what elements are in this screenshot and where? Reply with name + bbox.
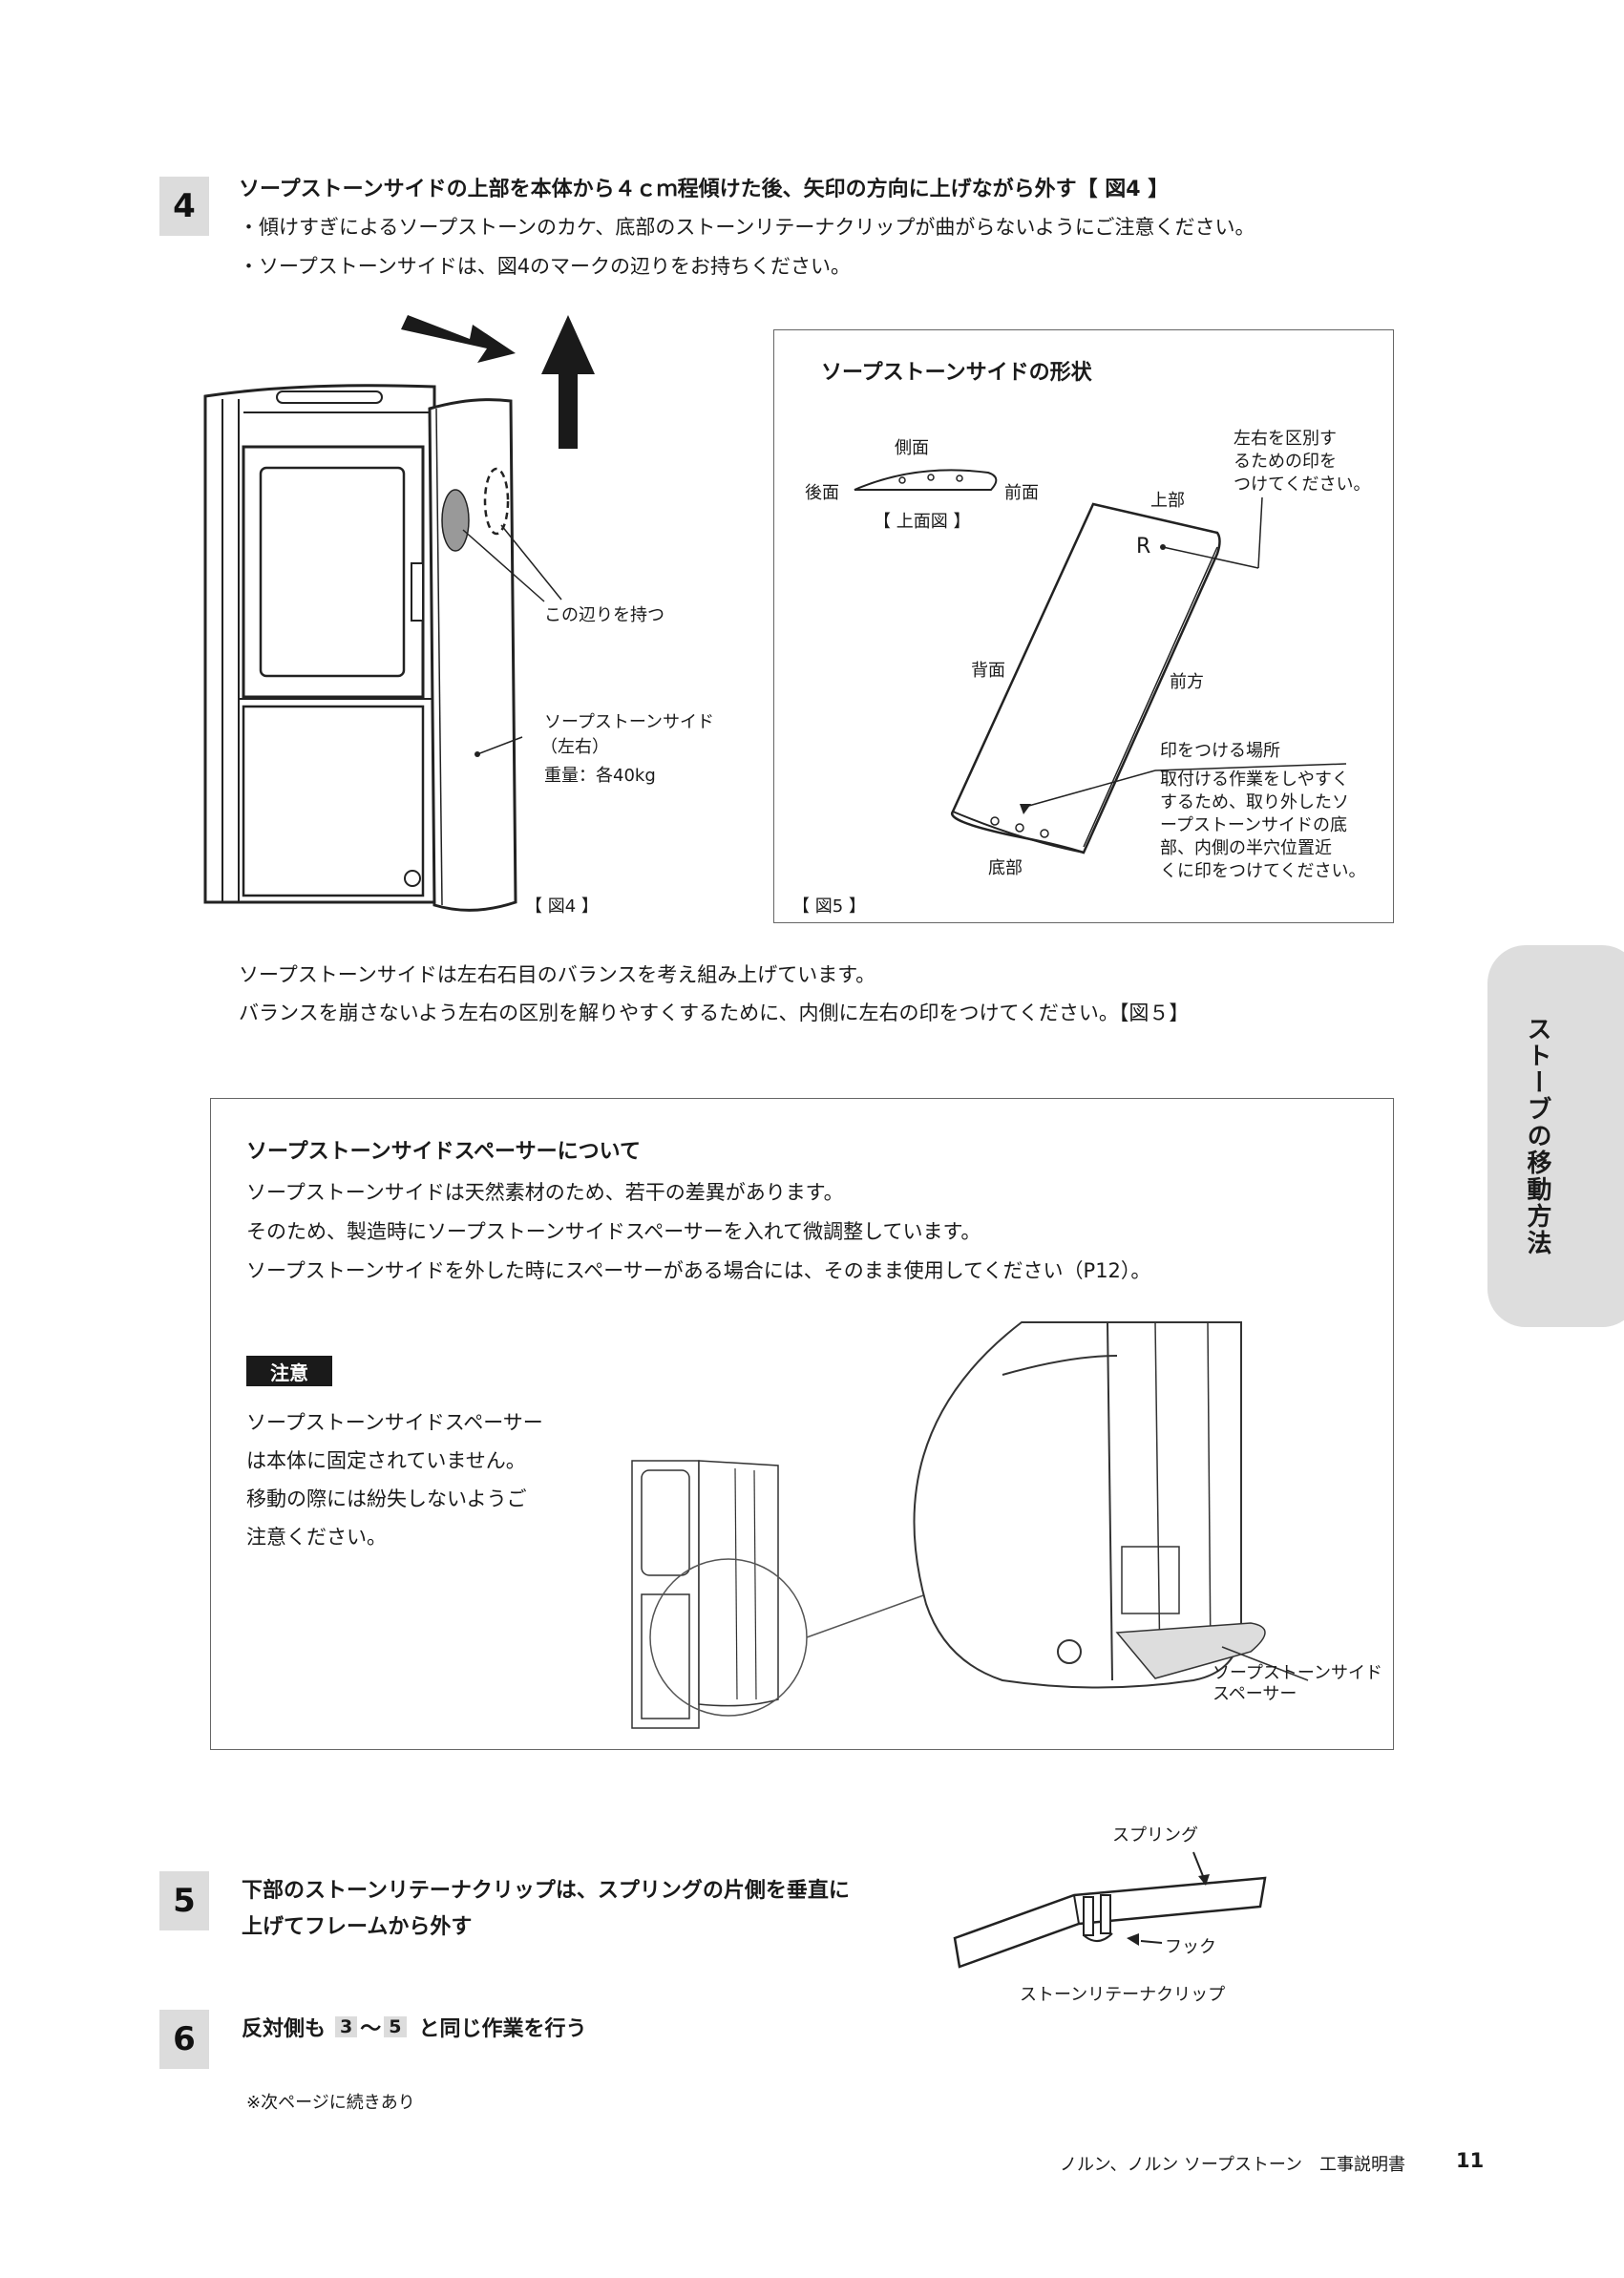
clip-label: ストーンリテーナクリップ [1020, 1985, 1226, 2005]
step-5-line-1: 下部のストーンリテーナクリップは、スプリングの片側を垂直に [242, 1879, 850, 1903]
caution-line-4: 注意ください。 [246, 1526, 387, 1549]
spacer-line-1: ソープストーンサイドは天然素材のため、若干の差異があります。 [246, 1181, 844, 1204]
step-4-title: ソープストーンサイドの上部を本体から４ｃｍ程傾けた後、矢印の方向に上げながら外す… [239, 178, 1170, 201]
step-6-tilde: 〜 [360, 2017, 382, 2041]
fig5-back-face-label: 背面 [971, 661, 1005, 681]
step-6-text: 反対側も 3 〜 5 と同じ作業を行う [242, 2012, 587, 2042]
fig5-side-label: 側面 [895, 438, 929, 458]
side-tab: ストーブの移動方法 [1487, 945, 1624, 1327]
step-4-bullet-1: ・傾けすぎによるソープストーンのカケ、底部のストーンリテーナクリップが曲がらない… [239, 216, 1255, 239]
fig5-top-label: 上部 [1150, 491, 1185, 511]
fig5-mark-note-line-1: 左右を区別す [1234, 429, 1337, 449]
spacer-line-3: ソープストーンサイドを外した時にスペーサーがある場合には、そのまま使用してくださ… [246, 1259, 1151, 1282]
caution-line-1: ソープストーンサイドスペーサー [246, 1411, 543, 1434]
figure-5-box [773, 329, 1394, 923]
fig5-mark-note: 左右を区別す るための印を つけてください。 [1234, 428, 1370, 496]
fig5-mark-note-line-2: るための印を [1234, 452, 1337, 472]
fig4-hold-label: この辺りを持つ [544, 605, 664, 625]
step-6-ref-end: 5 [384, 2016, 407, 2037]
spacer-info-box [210, 1098, 1394, 1750]
caution-badge: 注意 [246, 1356, 332, 1386]
step-5-line-2: 上げてフレームから外す [242, 1915, 473, 1939]
fig5-mark-place-line-2: するため、取り外したソ [1160, 792, 1349, 812]
figure-4-stove-illustration [203, 315, 595, 912]
fig5-front-label: 前面 [1004, 483, 1039, 503]
spacer-callout-line-1: ソープストーンサイド [1213, 1663, 1383, 1683]
step-6-prefix: 反対側も [242, 2017, 327, 2041]
fig5-top-view-caption: 【 上面図 】 [874, 512, 971, 532]
fig5-mark-note-line-3: つけてください。 [1234, 475, 1371, 495]
fig5-mark-place-line-5: くに印をつけてください。 [1160, 861, 1366, 881]
footer-page-number: 11 [1456, 2149, 1485, 2172]
fig5-back-label: 後面 [805, 483, 839, 503]
step-6-suffix: と同じ作業を行う [418, 2017, 587, 2041]
spacer-illustration [631, 1321, 1309, 1729]
spacer-heading: ソープストーンサイドスペーサーについて [246, 1140, 641, 1164]
caution-line-2: は本体に固定されていません。 [246, 1449, 526, 1472]
fig5-front-direction-label: 前方 [1170, 672, 1204, 692]
spring-label: スプリング [1112, 1825, 1198, 1846]
step-4-bullet-2: ・ソープストーンサイドは、図4のマークの辺りをお持ちください。 [239, 255, 852, 278]
balance-line-2: バランスを崩さないよう左右の区別を解りやすくするために、内側に左右の印をつけてく… [239, 1002, 1190, 1024]
spacer-line-2: そのため、製造時にソープストーンサイドスペーサーを入れて微調整しています。 [246, 1220, 981, 1243]
figure-5-panel-illustration [854, 469, 1347, 854]
step-4-number: 4 [159, 177, 209, 236]
fig4-caption: 【 図4 】 [525, 896, 599, 917]
fig5-bottom-label: 底部 [988, 858, 1023, 878]
footer-doc-title: ノルン、ノルン ソープストーン 工事説明書 [1060, 2155, 1405, 2175]
hook-label: フック [1165, 1937, 1216, 1957]
fig5-mark-r: R [1136, 535, 1151, 559]
spacer-callout-line-2: スペーサー [1213, 1684, 1297, 1704]
fig5-caption: 【 図5 】 [792, 896, 866, 917]
fig5-title: ソープストーンサイドの形状 [821, 361, 1092, 385]
step-5-text: 下部のストーンリテーナクリップは、スプリングの片側を垂直に 上げてフレームから外… [242, 1873, 850, 1946]
fig4-part-label: ソープストーンサイド [544, 712, 715, 732]
stone-retainer-clip-illustration [953, 1851, 1267, 1969]
caution-text: ソープストーンサイドスペーサー は本体に固定されていません。 移動の際には紛失し… [246, 1403, 543, 1556]
fig5-mark-place-line-1: 取付ける作業をしやすく [1160, 770, 1349, 790]
step-6-number: 6 [159, 2010, 209, 2069]
spacer-callout: ソープストーンサイド スペーサー [1213, 1663, 1382, 1705]
fig5-mark-place-line-3: ープストーンサイドの底 [1160, 815, 1348, 835]
fig4-weight-label: 重量：各40kg [544, 766, 656, 786]
fig5-mark-place-title: 印をつける場所 [1160, 741, 1280, 761]
caution-line-3: 移動の際には紛失しないようご [246, 1487, 527, 1510]
step-5-number: 5 [159, 1871, 209, 1930]
fig5-mark-place-line-4: 部、内側の半穴位置近 [1160, 838, 1332, 858]
continued-note: ※次ページに続きあり [246, 2093, 415, 2113]
side-tab-label: ストーブの移動方法 [1523, 1016, 1551, 1256]
fig5-mark-place-note: 取付ける作業をしやすく するため、取り外したソ ープストーンサイドの底 部、内側… [1160, 769, 1365, 883]
fig4-part-label-sides: （左右） [540, 737, 609, 757]
balance-line-1: ソープストーンサイドは左右石目のバランスを考え組み上げています。 [239, 963, 876, 986]
step-6-ref-start: 3 [335, 2016, 358, 2037]
